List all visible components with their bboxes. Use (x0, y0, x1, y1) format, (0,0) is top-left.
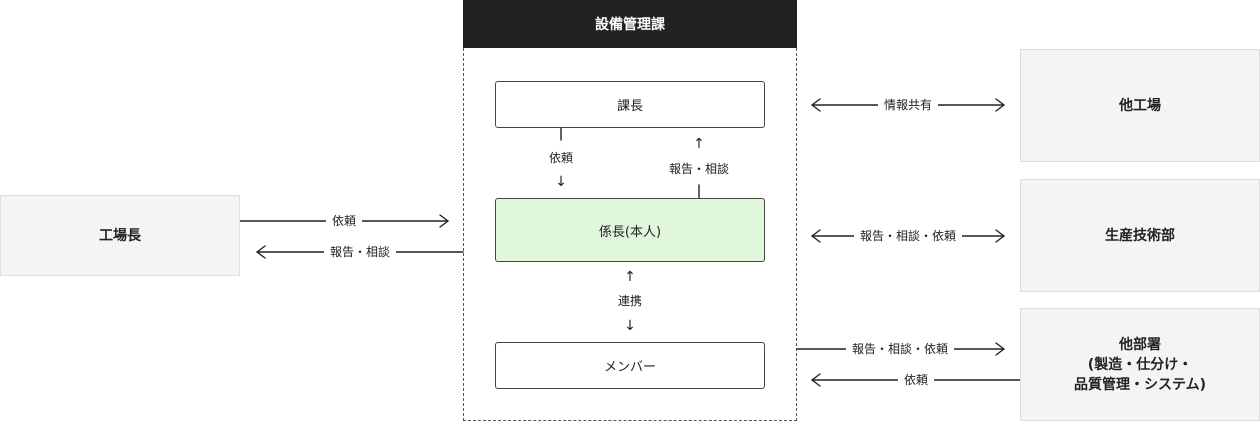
factory-manager-label: 工場長 (99, 227, 141, 244)
other-departments-in-label: 依頼 (897, 372, 935, 388)
production-engineering-label: 生産技術部 (1105, 227, 1175, 244)
factory-report-label: 報告・相談 (323, 244, 397, 260)
chief-report-label: 報告・相談 (668, 162, 730, 176)
chief-label: 課長 (616, 99, 643, 114)
production-engineering-link-label: 報告・相談・依頼 (853, 228, 963, 244)
self-label: 係長(本人) (598, 224, 662, 240)
other-factories-box: 他工場 (1020, 49, 1260, 162)
production-engineering-box: 生産技術部 (1020, 179, 1260, 292)
other-factories-label: 他工場 (1119, 97, 1161, 114)
member-link-down-arrow: ↓ (624, 318, 636, 334)
other-departments-box: 他部署 (製造・仕分け・ 品質管理・システム) (1020, 308, 1260, 421)
other-departments-detail-1: (製造・仕分け・ (1087, 356, 1193, 373)
members-box: メンバー (495, 342, 765, 389)
department-title: 設備管理課 (595, 17, 665, 33)
factory-request-label: 依頼 (325, 213, 363, 229)
chief-request-label: 依頼 (548, 151, 574, 165)
other-departments-out-label: 報告・相談・依頼 (845, 341, 955, 357)
other-departments-detail-2: 品質管理・システム) (1074, 376, 1206, 393)
chief-request-down-arrow: ↓ (555, 174, 567, 190)
member-link-label: 連携 (617, 294, 643, 308)
other-factories-share-label: 情報共有 (877, 97, 939, 113)
self-box: 係長(本人) (495, 198, 765, 262)
factory-manager-box: 工場長 (0, 195, 240, 276)
member-link-up-arrow: ↑ (624, 269, 636, 285)
chief-box: 課長 (495, 81, 765, 128)
department-header: 設備管理課 (463, 0, 797, 48)
other-departments-label: 他部署 (1119, 336, 1161, 353)
chief-report-up-arrow: ↑ (693, 136, 705, 152)
members-label: メンバー (603, 360, 656, 375)
